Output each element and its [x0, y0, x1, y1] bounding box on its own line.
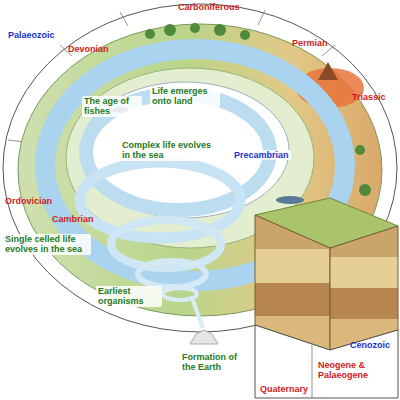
- band-divider: [312, 344, 313, 398]
- period-label: Quaternary: [258, 384, 310, 394]
- stage-label: Earliest organisms: [96, 286, 162, 307]
- period-label: Cenozoic: [348, 340, 392, 350]
- tree: [359, 184, 371, 196]
- period-label: Ordovician: [3, 196, 54, 206]
- period-label: Cambrian: [50, 214, 96, 224]
- period-label: Devonian: [66, 44, 111, 54]
- tree: [240, 30, 250, 40]
- volcano: [318, 62, 338, 80]
- period-label: Neogene & Palaeogene: [316, 360, 384, 381]
- period-label: Palaeozoic: [6, 30, 57, 40]
- block-face: [330, 226, 398, 350]
- tree: [355, 145, 365, 155]
- rock-pile: [190, 330, 218, 344]
- rim-divider: [120, 12, 128, 26]
- period-label: Permian: [290, 38, 330, 48]
- block-label-band: [255, 325, 398, 398]
- spiral-coil: [80, 162, 240, 238]
- marine-reptile: [276, 196, 304, 204]
- spiral-coil: [138, 261, 206, 287]
- period-label: Triassic: [350, 92, 388, 102]
- tree: [145, 29, 155, 39]
- stage-label: Life emerges onto land: [150, 86, 220, 107]
- stage-label: Complex life evolves in the sea: [120, 140, 220, 161]
- period-label: Carboniferous: [176, 2, 242, 12]
- tree: [190, 23, 200, 33]
- stage-label: Formation of the Earth: [180, 352, 252, 373]
- stage-label: Single celled life evolves in the sea: [3, 234, 91, 255]
- stage-label: The age of fishes: [82, 96, 142, 117]
- tree: [214, 24, 226, 36]
- spiral-tail: [192, 298, 203, 328]
- rim-divider: [258, 10, 265, 25]
- tree: [164, 24, 176, 36]
- stage-label: Precambrian: [232, 150, 291, 160]
